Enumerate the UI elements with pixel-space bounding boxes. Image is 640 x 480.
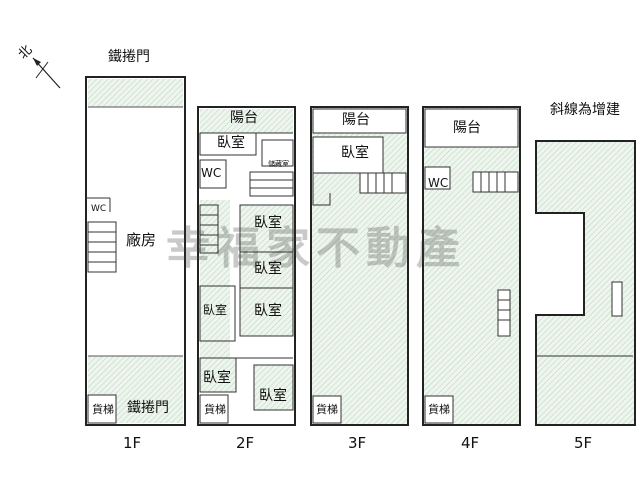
- 1f-factory: 廠房: [126, 231, 157, 249]
- floor-5f-plan: [535, 140, 636, 426]
- floor-4f-plan: [422, 106, 521, 426]
- 2f-bedroom-1: 臥室: [217, 135, 245, 151]
- 2f-storage: 儲藏室: [268, 160, 289, 168]
- floor-3f-plan: [310, 106, 409, 426]
- floor-label-5f: 5F: [574, 434, 593, 452]
- 3f-balcony: 陽台: [342, 112, 370, 128]
- 2f-bedroom-4: 臥室: [254, 303, 282, 319]
- 2f-wc: WC: [201, 166, 222, 180]
- 2f-bedroom-2: 臥室: [254, 215, 282, 231]
- 2f-bedroom-3: 臥室: [254, 261, 282, 277]
- 2f-bedroom-7: 臥室: [259, 388, 287, 404]
- floor-2f-plan: [197, 106, 296, 426]
- 4f-elevator: 貨梯: [428, 403, 450, 416]
- hatched-area: [200, 109, 293, 133]
- watermark: 幸福家不動產: [166, 223, 466, 274]
- 2f-elevator: 貨梯: [204, 403, 226, 416]
- 2f-bedroom-6: 臥室: [203, 370, 231, 386]
- 2f-balcony: 陽台: [230, 110, 258, 126]
- 4f-balcony: 陽台: [453, 120, 481, 136]
- north-arrow-icon: [32, 57, 61, 89]
- 1f-wc: WC: [91, 204, 107, 214]
- floor-label-1f: 1F: [123, 434, 142, 452]
- 1f-elevator: 貨梯: [92, 403, 114, 416]
- floor-label-2f: 2F: [236, 434, 255, 452]
- 1f-rolling-door-top: 鐵捲門: [108, 49, 150, 65]
- hatched-area: [200, 200, 230, 358]
- floor-1f-plan: [85, 76, 186, 426]
- 1f-rolling-door-bottom: 鐵捲門: [127, 400, 169, 416]
- 3f-bedroom: 臥室: [341, 145, 369, 161]
- 4f-wc: WC: [428, 176, 449, 190]
- floor-label-4f: 4F: [461, 434, 480, 452]
- floor-label-3f: 3F: [348, 434, 367, 452]
- hatched-note: 斜線為增建: [550, 102, 620, 118]
- hatched-area: [88, 79, 183, 107]
- 2f-bedroom-5: 臥室: [203, 303, 228, 317]
- 3f-elevator: 貨梯: [316, 403, 338, 416]
